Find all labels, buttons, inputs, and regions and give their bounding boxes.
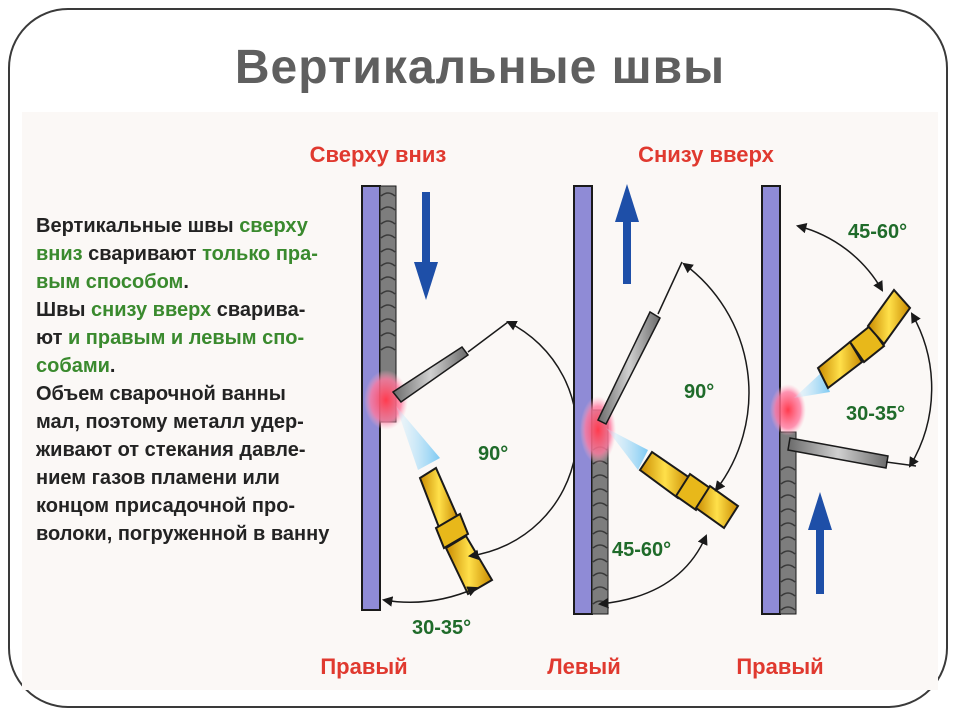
slide-title: Вертикальные швы <box>234 41 726 94</box>
text-segment: мал, поэтому металл удер- <box>36 411 304 433</box>
filler-rod <box>597 310 661 426</box>
text-segment: концом присадочной про- <box>36 495 296 517</box>
angle-label-small: 45-60° <box>612 539 671 561</box>
description-line: мал, поэтому металл удер- <box>36 408 356 436</box>
section-label-top-down: Сверху вниз <box>310 142 447 167</box>
direction-arrow-down <box>414 192 438 300</box>
description-line: Вертикальные швы сверху <box>36 212 356 240</box>
weld-pool <box>770 384 806 436</box>
method-label: Правый <box>736 654 823 679</box>
reference-line <box>467 321 509 353</box>
weld-ripples <box>380 192 396 351</box>
angle-label-large: 90° <box>684 381 714 403</box>
torch-body <box>694 484 740 530</box>
description-line: нием газов пламени или <box>36 464 356 492</box>
text-segment: Вертикальные швы <box>36 215 240 237</box>
diagram-bottom-up-right: 45-60° 30-35° Правый <box>736 185 933 679</box>
angle-arc-large <box>795 223 884 292</box>
section-label-bottom-up: Снизу вверх <box>638 142 775 167</box>
text-segment: нием газов пламени или <box>36 467 280 489</box>
method-label: Левый <box>547 654 621 679</box>
diagram-top-down-right: 90° 30-35° Правый <box>320 185 578 679</box>
description-line: живают от стекания давле- <box>36 436 356 464</box>
highlighted-text: только пра- <box>202 243 318 265</box>
angle-label-small: 30-35° <box>846 403 905 425</box>
torch-body <box>444 534 494 596</box>
torch-tip <box>816 340 864 390</box>
reference-line <box>657 261 683 315</box>
angle-arc-small <box>908 312 933 468</box>
angle-arc-small <box>597 534 708 609</box>
text-segment: ют <box>36 327 68 349</box>
metal-plate <box>573 185 593 615</box>
filler-rod <box>787 437 889 469</box>
text-segment: волоки, погруженной в ванну <box>36 523 330 545</box>
text-segment: сваривают <box>82 243 203 265</box>
text-segment: . <box>183 271 189 293</box>
weld-pool <box>364 370 408 430</box>
description-line: собами. <box>36 352 356 380</box>
highlighted-text: вым способом <box>36 271 184 293</box>
text-segment: живают от стекания давле- <box>36 439 306 461</box>
description-line: вым способом. <box>36 268 356 296</box>
angle-arc-large <box>467 321 578 561</box>
torch-body <box>866 288 912 346</box>
reference-line <box>885 461 917 467</box>
flame <box>794 372 830 398</box>
description-line: ют и правым и левым спо- <box>36 324 356 352</box>
angle-arc-small <box>381 586 478 607</box>
text-segment: сварива- <box>211 299 306 321</box>
angle-label-large: 90° <box>478 443 508 465</box>
text-segment: . <box>109 355 116 377</box>
direction-arrow-up <box>808 492 832 594</box>
filler-rod <box>391 345 470 404</box>
description-line: Объем сварочной ванны <box>36 380 356 408</box>
highlighted-text: и правым и левым спо- <box>67 327 305 349</box>
description-line: Швы снизу вверх сварива- <box>36 296 356 324</box>
highlighted-text: сверху <box>239 215 308 237</box>
flame <box>396 406 440 470</box>
description-line: волоки, погруженной в ванну <box>36 520 356 548</box>
direction-arrow-up <box>615 184 639 284</box>
text-segment: Объем сварочной ванны <box>36 383 286 405</box>
angle-label-large: 45-60° <box>848 221 907 243</box>
highlighted-text: вниз <box>36 243 83 265</box>
highlighted-text: снизу вверх <box>91 299 212 321</box>
angle-arc-large <box>682 262 750 492</box>
angle-label-small: 30-35° <box>412 617 471 639</box>
diagram-bottom-up-left: 90° 45-60° Левый <box>547 184 750 679</box>
method-label: Правый <box>320 654 407 679</box>
description-line: концом присадочной про- <box>36 492 356 520</box>
highlighted-text: собами <box>36 355 110 377</box>
description-line: вниз сваривают только пра- <box>36 240 356 268</box>
text-segment: Швы <box>36 299 92 321</box>
flame <box>606 428 648 470</box>
weld-ripples <box>780 466 796 611</box>
